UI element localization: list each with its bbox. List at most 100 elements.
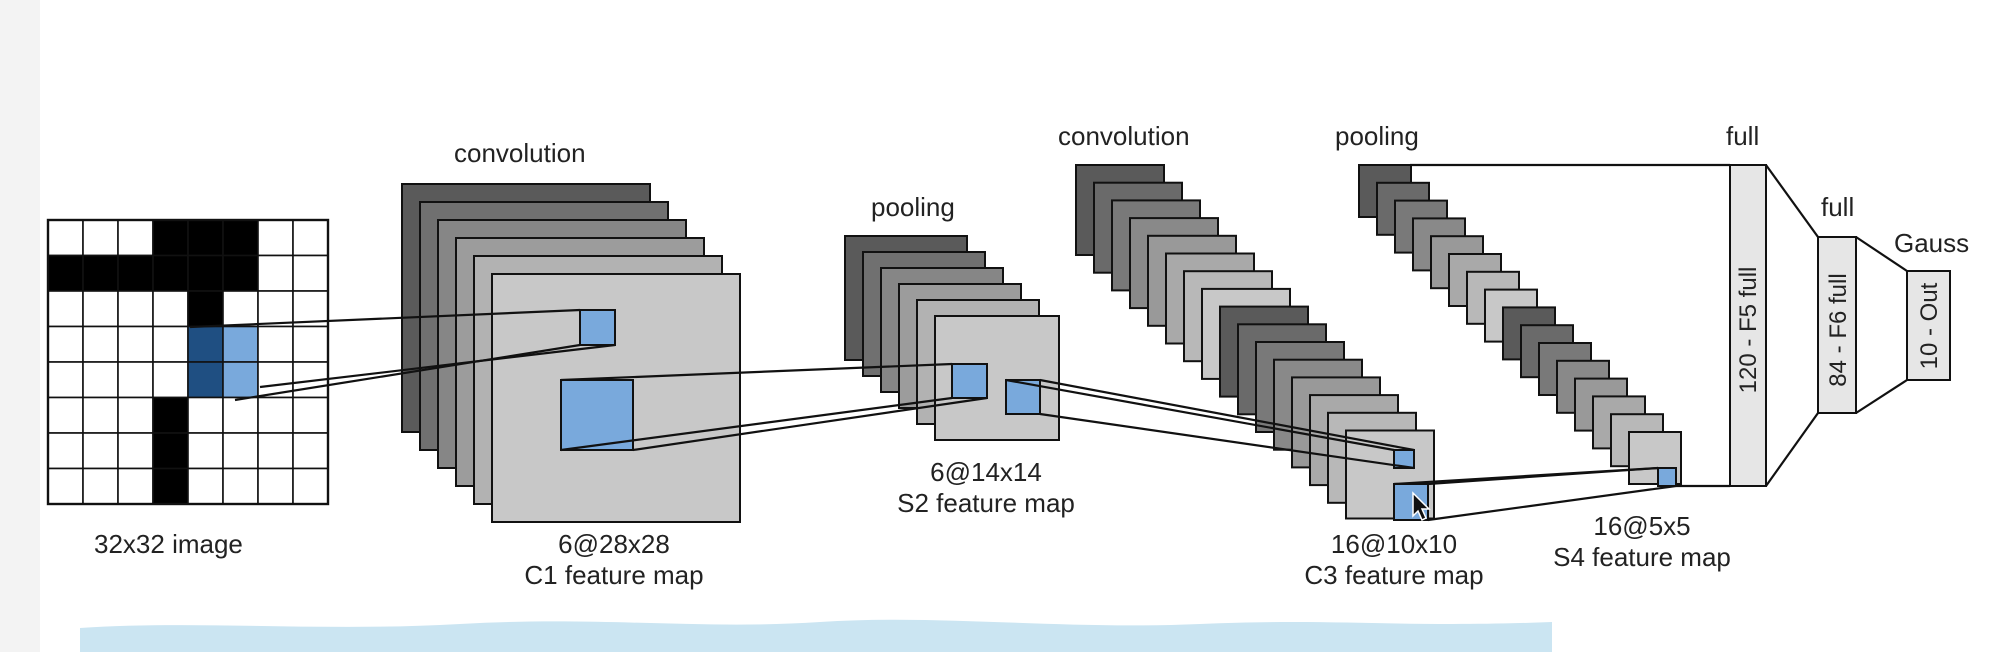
input-grid-cell: [82, 432, 119, 470]
connection-lines: [189, 163, 1730, 522]
input-grid-cell: [152, 467, 189, 505]
output-layer: [1906, 270, 1951, 381]
input-grid-cell: [292, 254, 329, 292]
input-grid-cell: [82, 254, 119, 292]
input-grid-cell: [222, 432, 259, 470]
s4-name-label: S4 feature map: [1553, 542, 1731, 572]
input-grid-cell: [117, 325, 154, 363]
input-grid-cell: [82, 290, 119, 328]
c1-receptive-square-small: [579, 309, 616, 346]
c3-size-label: 16@10x10: [1331, 529, 1457, 559]
input-grid-cell: [47, 361, 84, 399]
s2-receptive-square-a: [951, 363, 988, 399]
input-grid-cell: [47, 325, 84, 363]
input-grid-cell: [187, 290, 224, 328]
input-grid-cell: [82, 325, 119, 363]
input-grid-cell: [292, 396, 329, 434]
input-grid-cell: [257, 254, 294, 292]
c3-feature-map-stack: [1075, 164, 1435, 520]
mouse-cursor-icon: [1412, 491, 1431, 522]
input-grid-cell: [222, 325, 259, 363]
input-grid-cell: [117, 290, 154, 328]
input-grid-cell: [187, 432, 224, 470]
c1-receptive-square-large: [560, 379, 634, 451]
input-grid-cell: [152, 432, 189, 470]
input-grid-cell: [187, 396, 224, 434]
input-grid-cell: [117, 432, 154, 470]
input-caption: 32x32 image: [94, 529, 243, 559]
input-grid-cell: [292, 325, 329, 363]
s4-operation-label: pooling: [1335, 121, 1419, 151]
s4-size-label: 16@5x5: [1593, 511, 1690, 541]
input-grid-cell: [257, 396, 294, 434]
f5-f6-connections: [1765, 164, 1819, 487]
input-grid-cell: [222, 467, 259, 505]
input-grid-cell: [152, 396, 189, 434]
c1-size-label: 6@28x28: [558, 529, 670, 559]
input-grid-cell: [82, 361, 119, 399]
input-grid-cell: [222, 219, 259, 257]
f6-out-connections: [1855, 236, 1908, 414]
input-grid-cell: [82, 219, 119, 257]
input-grid-cell: [117, 254, 154, 292]
c1-feature-map-stack: [401, 183, 741, 523]
input-grid-cell: [152, 254, 189, 292]
c3-operation-label: convolution: [1058, 121, 1190, 151]
s2-operation-label: pooling: [871, 192, 955, 222]
input-grid-cell: [152, 361, 189, 399]
input-grid-cell: [117, 396, 154, 434]
input-grid-cell: [257, 432, 294, 470]
input-grid-cell: [47, 254, 84, 292]
input-grid-cell: [117, 467, 154, 505]
input-grid-cell: [292, 219, 329, 257]
s2-feature-map-stack: [844, 235, 1060, 441]
s4-feature-map-stack: [1358, 164, 1682, 485]
input-grid-cell: [222, 290, 259, 328]
input-grid-cell: [187, 254, 224, 292]
f6-dense-layer: [1817, 236, 1857, 414]
f5-operation-label: full: [1726, 121, 1759, 151]
input-grid-cell: [117, 219, 154, 257]
f5-rotated-label: 120 - F5 full: [1735, 267, 1762, 394]
s2-name-label: S2 feature map: [897, 488, 1075, 518]
input-grid-cell: [292, 361, 329, 399]
s4-receptive-square: [1657, 467, 1677, 487]
input-grid-cell: [187, 361, 224, 399]
c1-name-label: C1 feature map: [524, 560, 703, 590]
input-grid-cell: [222, 396, 259, 434]
output-rotated-label: 10 - Out: [1916, 282, 1943, 369]
f6-operation-label: full: [1821, 192, 1854, 222]
input-grid-cell: [257, 290, 294, 328]
input-grid-cell: [222, 361, 259, 399]
f6-rotated-label: 84 - F6 full: [1825, 273, 1852, 386]
input-grid-cell: [257, 467, 294, 505]
out-operation-label: Gauss: [1894, 228, 1969, 258]
input-grid-cell: [257, 325, 294, 363]
input-grid-cell: [152, 219, 189, 257]
input-grid-cell: [47, 467, 84, 505]
input-grid-cell: [82, 396, 119, 434]
f5-dense-layer: [1729, 164, 1767, 487]
input-grid-cell: [187, 467, 224, 505]
c3-stack-layer: [1345, 429, 1435, 520]
input-grid-cell: [47, 219, 84, 257]
input-grid-cell: [187, 325, 224, 363]
c1-operation-label: convolution: [454, 138, 586, 168]
input-grid-cell: [47, 396, 84, 434]
c3-name-label: C3 feature map: [1304, 560, 1483, 590]
input-image-grid: [46, 218, 330, 506]
input-grid-cell: [257, 219, 294, 257]
input-grid-cell: [292, 432, 329, 470]
s2-size-label: 6@14x14: [930, 457, 1042, 487]
c3-receptive-square-a: [1393, 449, 1415, 469]
input-grid-cell: [47, 290, 84, 328]
input-grid-cell: [292, 467, 329, 505]
input-grid-cell: [187, 219, 224, 257]
bottom-decorative-band: [80, 619, 1552, 652]
input-grid-border: [46, 218, 330, 506]
input-grid-cell: [152, 325, 189, 363]
input-grid-cell: [117, 361, 154, 399]
input-grid-cell: [47, 432, 84, 470]
